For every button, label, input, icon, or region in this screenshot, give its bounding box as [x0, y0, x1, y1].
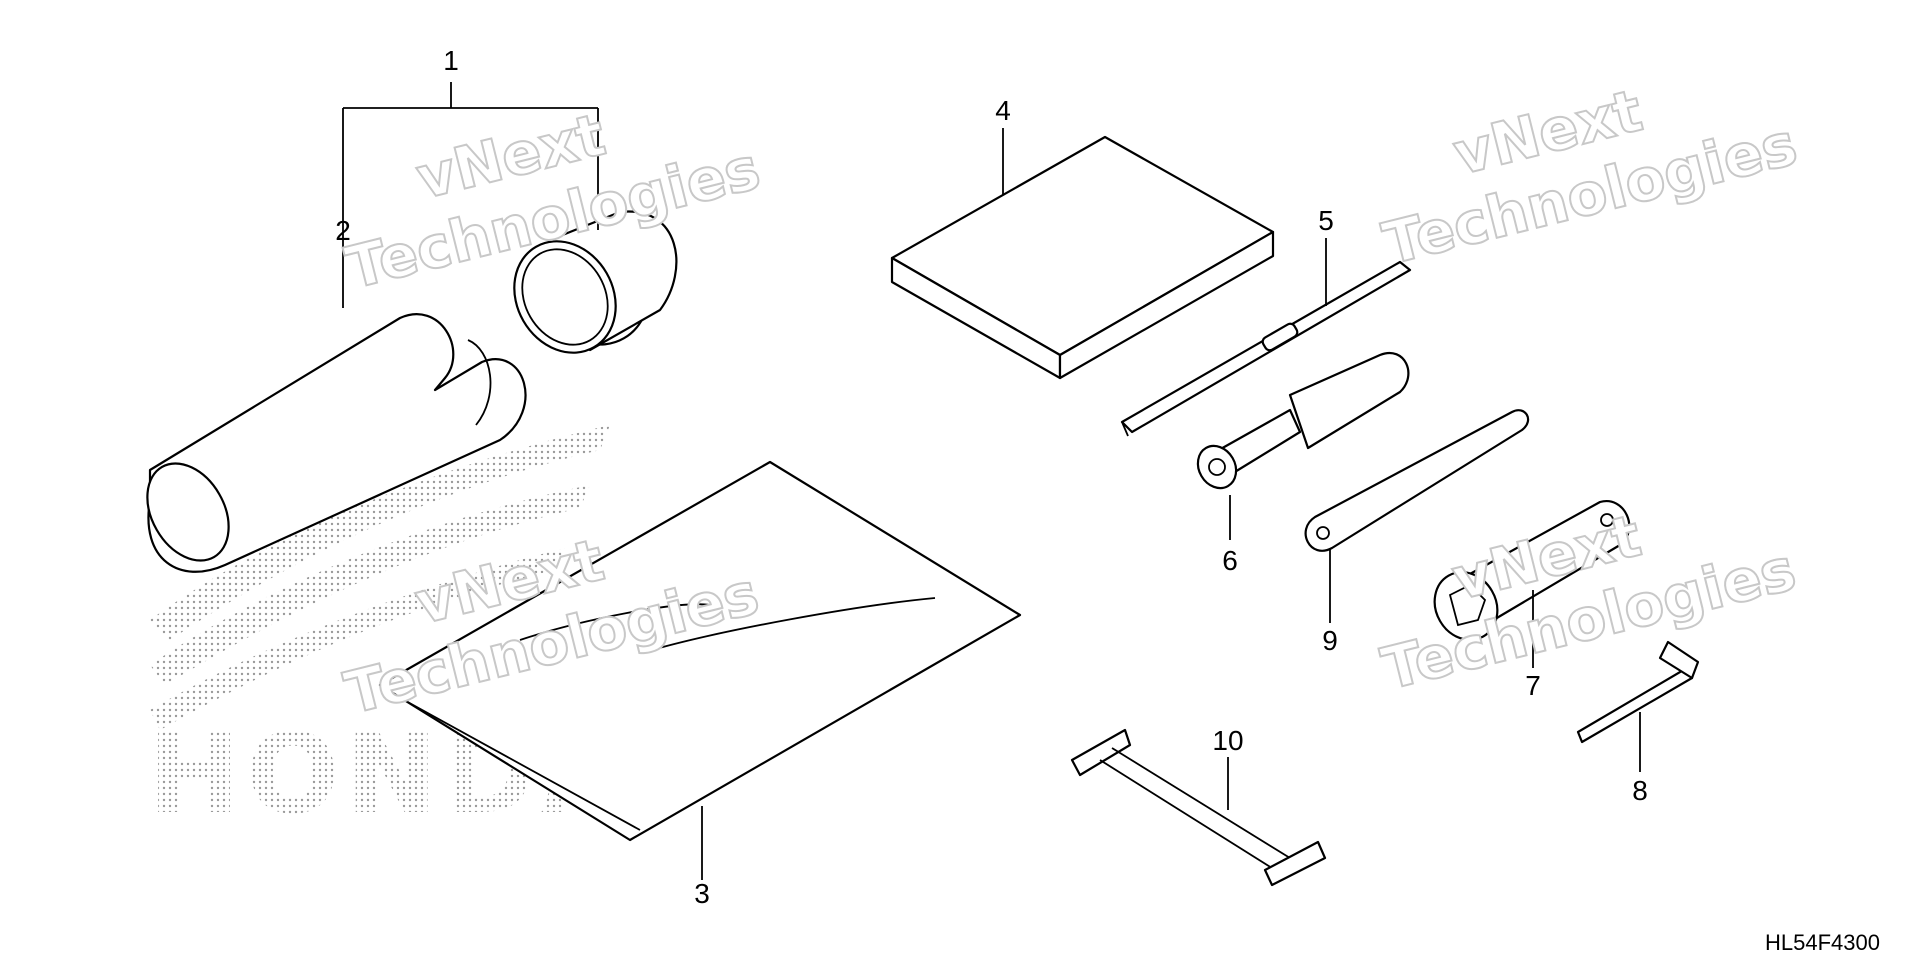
diagram-code: HL54F4300: [1765, 930, 1880, 955]
part-plastic-bag: [378, 460, 1022, 842]
callout-labels: 1 2 3 4 5 6 7 8 9 10: [335, 45, 1648, 909]
callout-3: 3: [694, 878, 710, 909]
part-spark-plug-wrench: [1433, 500, 1631, 641]
callout-1: 1: [443, 45, 459, 76]
part-screwdriver-handle: [1196, 352, 1410, 490]
part-hex-key: [1576, 640, 1700, 744]
callout-8: 8: [1632, 775, 1648, 806]
callout-7: 7: [1525, 670, 1541, 701]
part-owners-manual: [890, 135, 1275, 380]
part-tool-case: [146, 210, 678, 573]
callout-4: 4: [995, 95, 1011, 126]
callout-10: 10: [1212, 725, 1243, 756]
part-rubber-strap: [1070, 728, 1327, 887]
part-screwdriver-bit: [1120, 260, 1412, 437]
watermark-bottom-right: vNext Technologies: [1374, 500, 1803, 704]
leader-lines: [342, 82, 1641, 880]
part-wrench: [1304, 409, 1530, 552]
callout-2: 2: [335, 215, 351, 246]
callout-5: 5: [1318, 205, 1334, 236]
watermark-top-right: vNext Technologies: [1376, 75, 1805, 279]
callout-9: 9: [1322, 625, 1338, 656]
callout-6: 6: [1222, 545, 1238, 576]
